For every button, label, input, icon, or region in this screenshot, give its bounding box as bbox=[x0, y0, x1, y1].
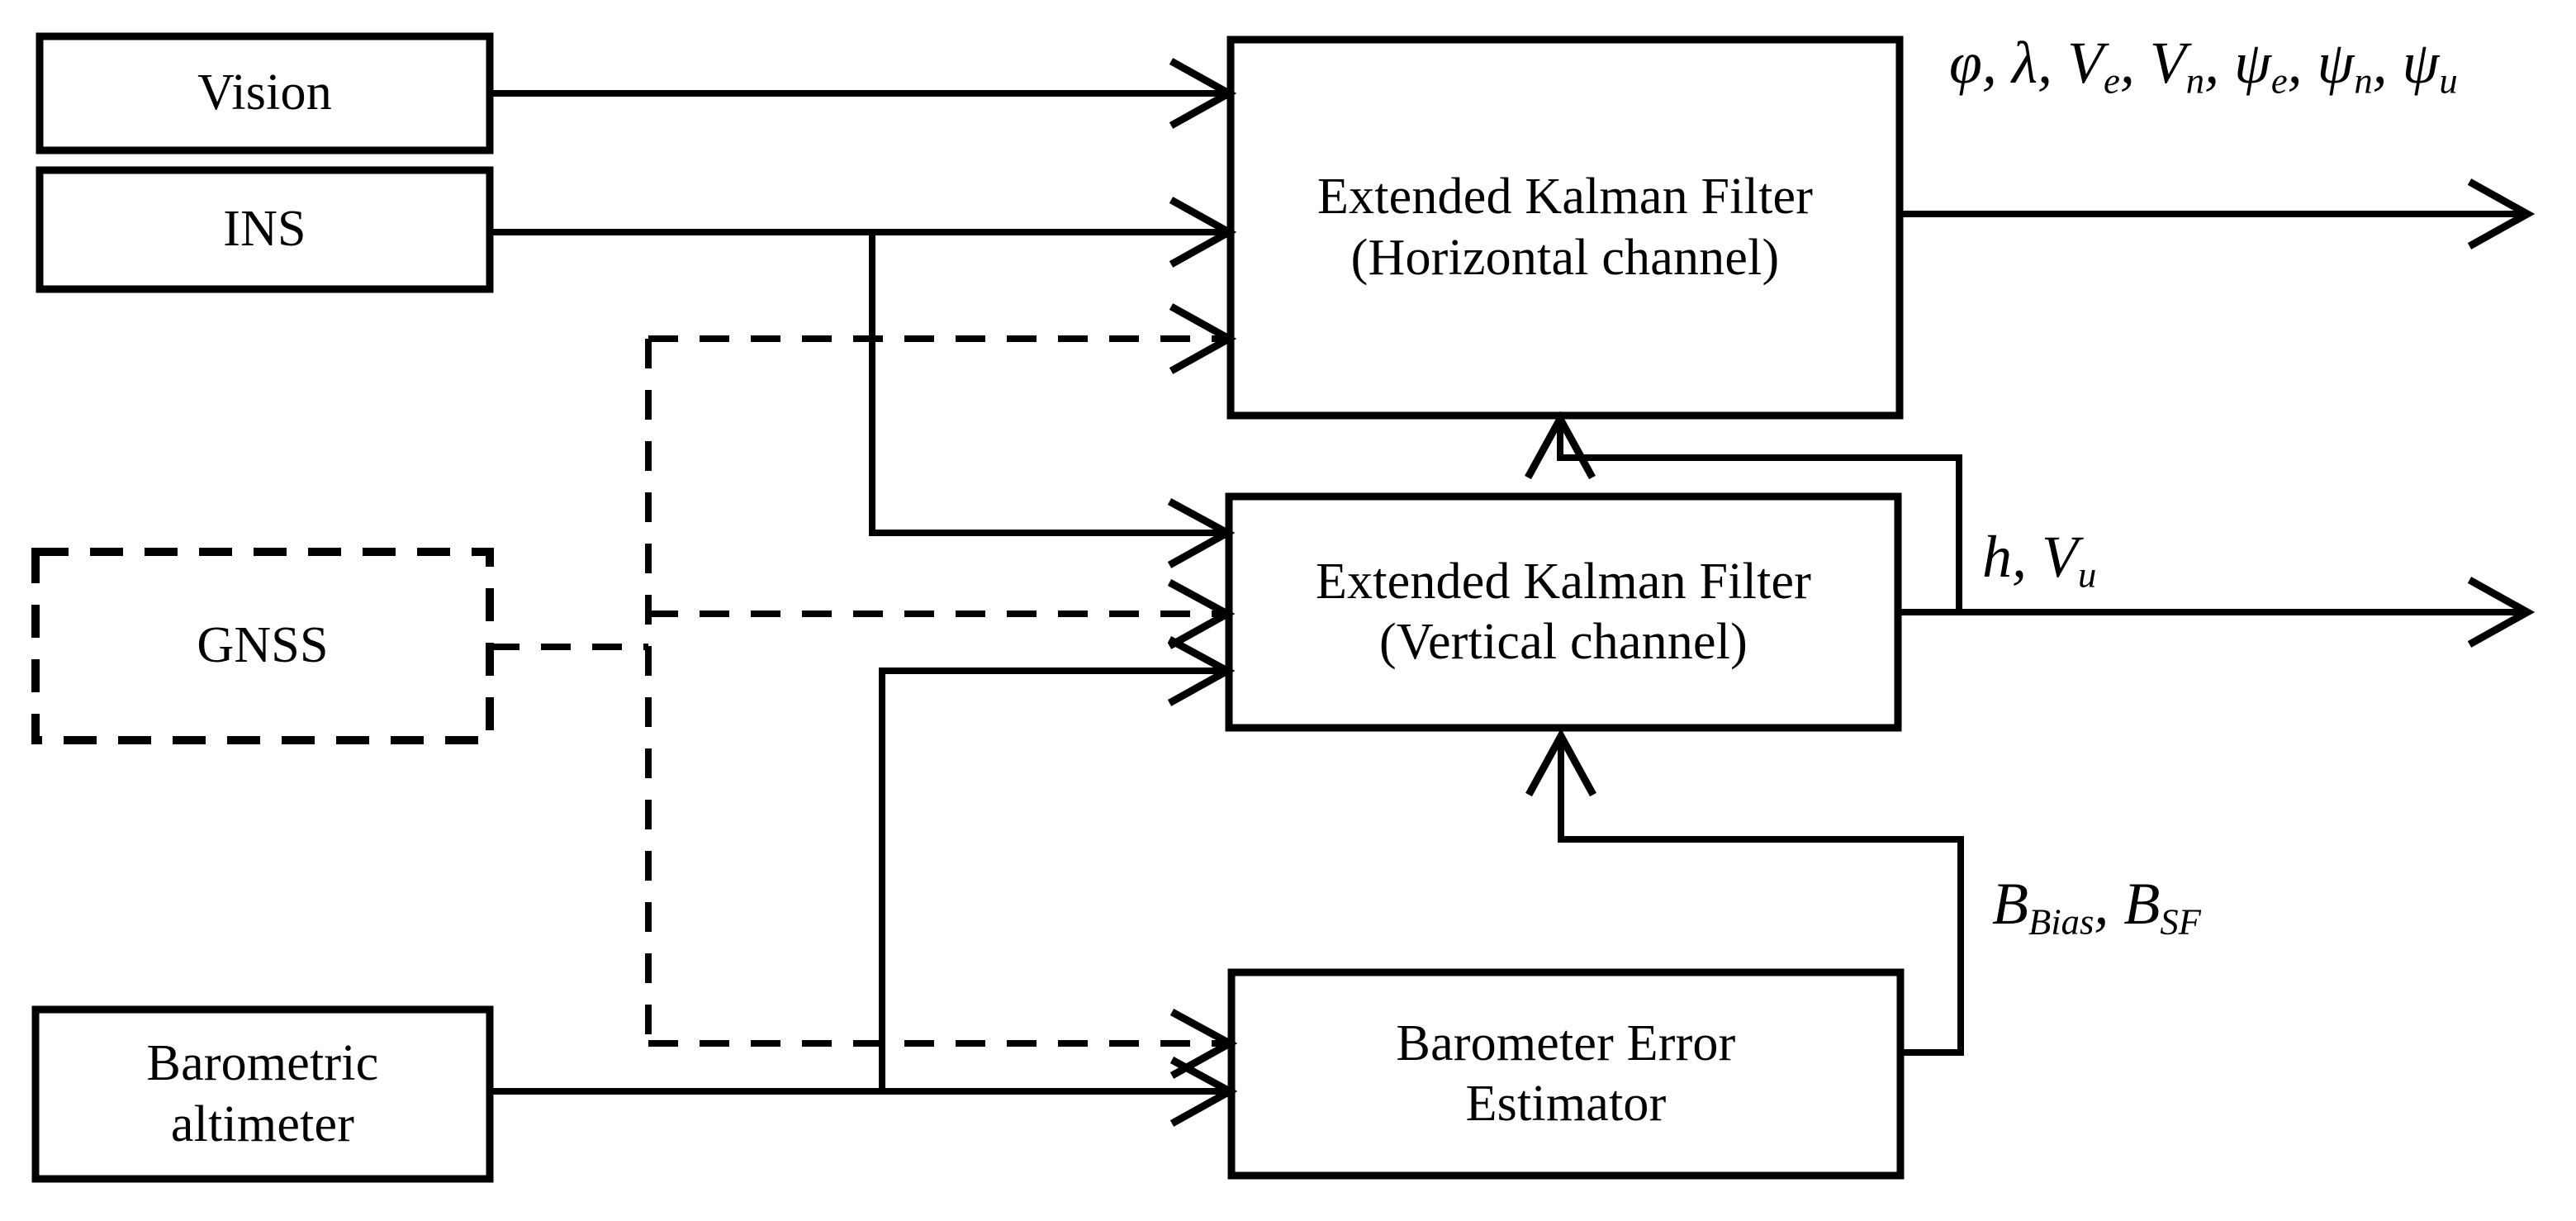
label-barometer-error-estimator: Barometer Error Estimator bbox=[1396, 1014, 1736, 1132]
signal-label-horizontal-output: φ, λ, Ve, Vn, ψe, ψn, ψu bbox=[1949, 30, 2458, 102]
block-vision[interactable] bbox=[36, 32, 494, 154]
arrowhead-ins-to-ekf-vertical bbox=[1167, 498, 1236, 568]
arrowhead-ekf-vertical-output bbox=[2467, 577, 2536, 648]
arrowhead-baro-to-ekf-vertical bbox=[1167, 636, 1236, 706]
label-ekf-horizontal-channel: Extended Kalman Filter (Horizontal chann… bbox=[1316, 169, 1814, 286]
signal-label-vertical-output: h, Vu bbox=[1982, 524, 2097, 596]
block-ins[interactable] bbox=[36, 166, 494, 293]
connector-ekf-vertical-to-ekf-horizontal bbox=[1557, 423, 1962, 612]
arrowhead-barometer-error-estimator-to-ekf-vertical bbox=[1525, 728, 1596, 797]
block-barometric-altimeter[interactable] bbox=[31, 1005, 494, 1183]
block-ekf-horizontal-channel[interactable] bbox=[1226, 36, 1904, 420]
label-gnss: GNSS bbox=[197, 617, 329, 674]
arrowhead-gnss-to-ekf-horizontal bbox=[1169, 303, 1237, 374]
arrowhead-baro-to-barometer-error-estimator bbox=[1169, 1057, 1238, 1127]
arrowhead-gnss-to-barometer-error-estimator bbox=[1169, 1009, 1238, 1079]
label-barometric-altimeter: Barometric altimeter bbox=[146, 1035, 379, 1152]
block-gnss[interactable] bbox=[31, 548, 494, 744]
connector-baro-to-ekf-vertical bbox=[879, 668, 1229, 1091]
connector-ins-to-ekf-vertical bbox=[869, 232, 1229, 536]
block-barometer-error-estimator[interactable] bbox=[1227, 968, 1905, 1180]
arrowhead-gnss-to-ekf-vertical bbox=[1167, 579, 1236, 649]
label-ins: INS bbox=[223, 201, 306, 258]
arrowhead-ekf-horizontal-output bbox=[2467, 178, 2536, 249]
connector-barometer-error-estimator-to-ekf-vertical bbox=[1558, 737, 1964, 1056]
arrowhead-ins-to-ekf-horizontal bbox=[1169, 197, 1237, 268]
signal-label-barometer-bias-scale-factor: BBias, BSF bbox=[1992, 871, 2201, 943]
arrowhead-vision-to-ekf-horizontal bbox=[1169, 58, 1237, 129]
arrowhead-ekf-vertical-to-ekf-horizontal bbox=[1525, 411, 1596, 480]
label-vision: Vision bbox=[197, 64, 332, 121]
label-ekf-vertical-channel: Extended Kalman Filter (Vertical channel… bbox=[1315, 553, 1812, 670]
